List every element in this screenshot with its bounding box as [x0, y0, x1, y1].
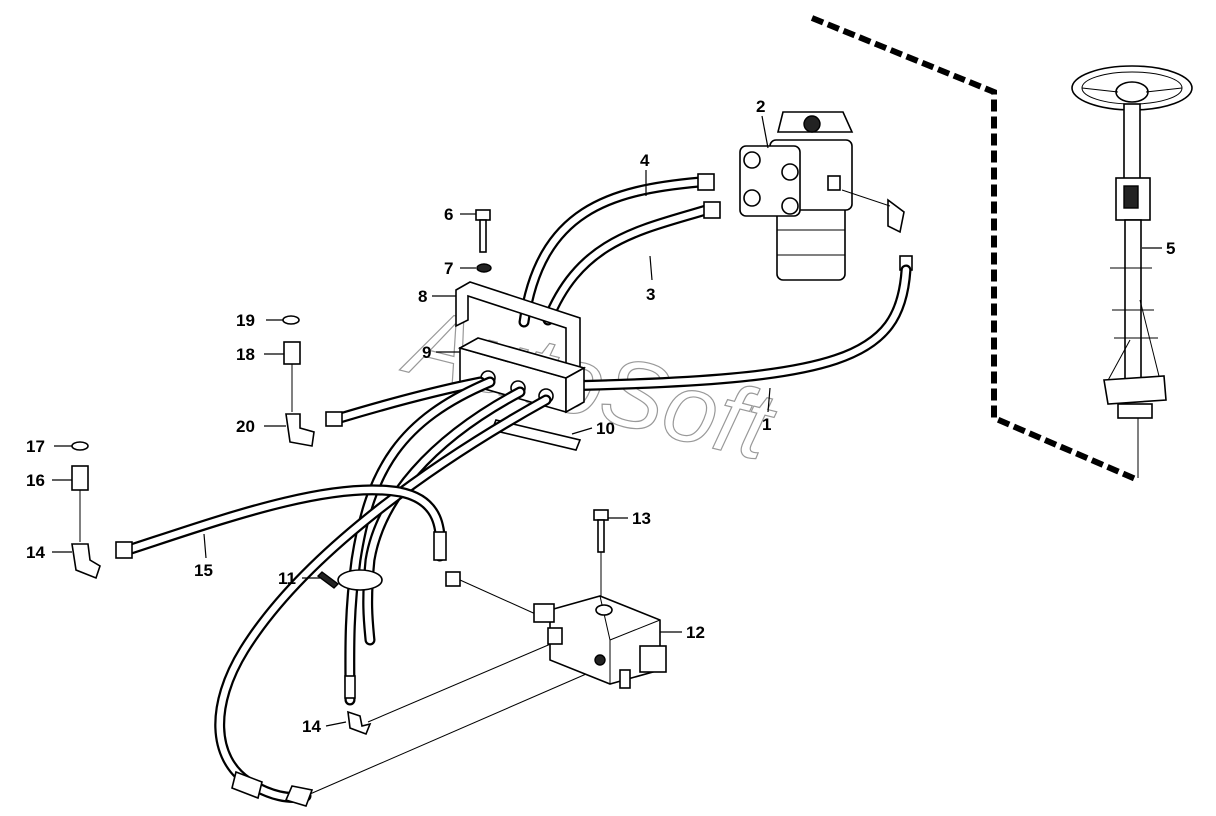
- hose-1: [554, 189, 913, 392]
- callout-5: 5: [1166, 239, 1175, 258]
- valve-block-12: [533, 595, 667, 689]
- hose-to-fitting-20: [325, 376, 486, 427]
- adapter-16: [71, 465, 89, 491]
- leader-2: [761, 115, 769, 149]
- callout-19: 19: [236, 311, 255, 330]
- callout-16: 16: [26, 471, 45, 490]
- o-ring-17: [71, 441, 89, 451]
- bolt-13: [593, 509, 609, 600]
- callout-10: 10: [596, 419, 615, 438]
- leader-14b: [325, 721, 347, 727]
- clamp-11: [316, 569, 383, 591]
- callout-15: 15: [194, 561, 213, 580]
- elbow-fitting-14-lower: [347, 710, 372, 736]
- callout-14-lower: 14: [302, 717, 321, 736]
- callout-2: 2: [756, 97, 765, 116]
- callout-14-upper: 14: [26, 543, 45, 562]
- washer-7: [476, 263, 492, 273]
- callout-3: 3: [646, 285, 655, 304]
- boundary-dashed-line: [810, 15, 1140, 483]
- callout-11: 11: [278, 569, 296, 588]
- callout-6: 6: [444, 205, 453, 224]
- callout-7: 7: [444, 259, 453, 278]
- callout-1: 1: [762, 415, 771, 434]
- callout-8: 8: [418, 287, 427, 306]
- hoses-lower: [344, 376, 526, 706]
- hose-15: [115, 484, 541, 617]
- adapter-18: [283, 341, 301, 365]
- callout-13: 13: [632, 509, 651, 528]
- callout-17: 17: [26, 437, 45, 456]
- callout-9: 9: [422, 343, 431, 362]
- hose-3: [542, 201, 721, 326]
- hose-loop: [214, 394, 601, 807]
- callout-18: 18: [236, 345, 255, 364]
- manifold-block-9: [457, 337, 587, 414]
- bolt-6: [475, 209, 491, 253]
- callout-20: 20: [236, 417, 255, 436]
- elbow-fitting-20: [285, 413, 315, 447]
- hose-4: [518, 173, 715, 328]
- steering-control-unit: [739, 111, 854, 281]
- callout-12: 12: [686, 623, 705, 642]
- leader-3: [649, 255, 653, 281]
- leader-1: [767, 387, 771, 413]
- leader-10: [571, 427, 593, 435]
- callout-4: 4: [640, 151, 650, 170]
- elbow-fitting-14-upper: [71, 543, 101, 580]
- o-ring-19: [282, 315, 300, 325]
- steering-column-assembly: [1071, 65, 1193, 478]
- leader-15: [203, 533, 207, 559]
